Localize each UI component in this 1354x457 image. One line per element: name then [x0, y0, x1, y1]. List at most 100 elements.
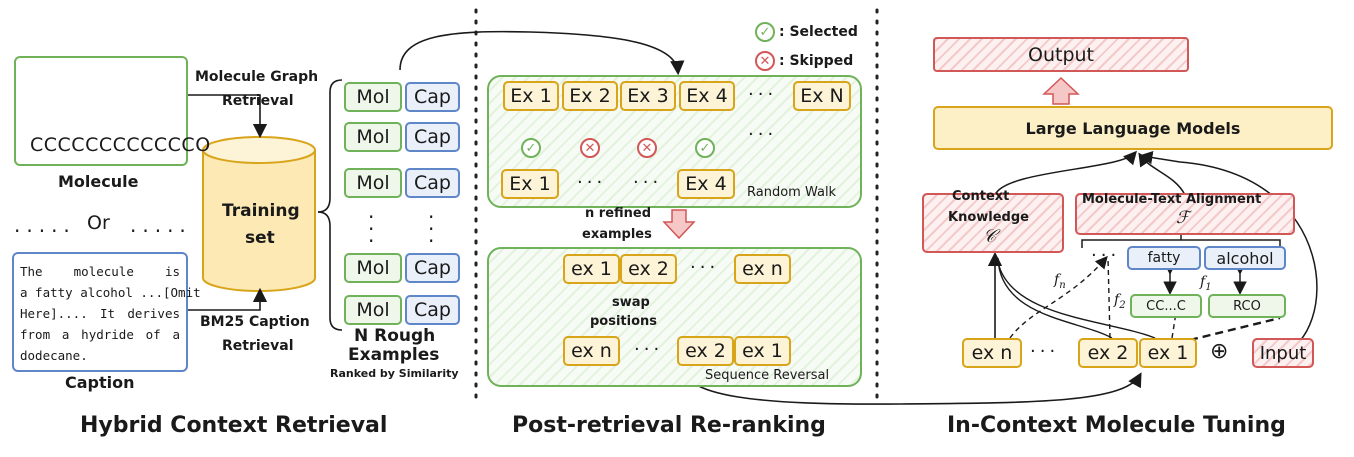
selected-icon-ex4: ✓: [695, 138, 715, 158]
reversed-ellipsis: ···: [634, 339, 664, 360]
ex-top-2: Ex 2: [562, 81, 618, 111]
selected-ellipsis-1: ···: [577, 172, 607, 193]
bm25-label-1: BM25 Caption: [200, 314, 310, 330]
caption-line-3: Here].... It derives: [20, 306, 180, 321]
skipped-icon-ex3: ✕: [637, 138, 657, 158]
tuning-ellipsis: ···: [1030, 341, 1060, 362]
oplus-symbol: ⊕: [1210, 339, 1229, 364]
ex-top-4: Ex 4: [679, 81, 735, 111]
mol-chip-4: Mol: [344, 253, 402, 283]
selected-legend-icon: ✓: [755, 22, 775, 42]
graph-retrieval-label-1: Molecule Graph: [195, 69, 319, 85]
ex-reversed-n: ex n: [563, 336, 620, 366]
ex-top-n: Ex N: [793, 81, 851, 111]
mol-chip-2: Mol: [344, 122, 402, 152]
legend-skipped: : Skipped: [779, 53, 854, 69]
cc-chip: CC...C: [1130, 294, 1202, 318]
or-dots-right: .....: [130, 213, 192, 237]
graph-retrieval-arrow: [188, 94, 268, 139]
training-set-label-2: set: [245, 228, 275, 248]
caption-card: The molecule is a fatty alcohol ...[Omit…: [12, 252, 201, 372]
bm25-label-2: Retrieval: [222, 338, 294, 354]
refine-down-arrow: [662, 209, 696, 240]
lower-ellipsis: ···: [690, 257, 720, 278]
sequence-reversal-label: Sequence Reversal: [705, 368, 830, 383]
f1-label: f1: [1200, 274, 1212, 293]
legend-selected: : Selected: [779, 24, 858, 40]
caption-line-4: from a hydride of a: [20, 327, 180, 342]
cap-chip-5: Cap: [405, 295, 460, 325]
alignment-label: Molecule-Text Alignment: [1082, 192, 1262, 207]
or-text: Or: [87, 212, 110, 234]
mol-chip-1: Mol: [344, 82, 402, 112]
skipped-legend-icon: ✕: [755, 51, 775, 71]
random-walk-label: Random Walk: [747, 185, 837, 200]
tuning-ex-n: ex n: [962, 338, 1022, 368]
cap-chip-1: Cap: [405, 82, 460, 112]
ex-top-3: Ex 3: [620, 81, 676, 111]
ex-lower-n: ex n: [734, 254, 791, 284]
section-title-tuning: In-Context Molecule Tuning: [947, 413, 1286, 438]
ex-reversed-1: ex 1: [734, 336, 791, 366]
swap-label-1: swap: [612, 295, 650, 310]
rough-examples-label-1: N Rough: [354, 326, 436, 346]
vdots-mol: ...: [368, 199, 375, 247]
examples-to-rerank-arrow: [399, 30, 685, 76]
input-box: Input: [1252, 338, 1314, 368]
training-set-label-1: Training: [222, 201, 300, 221]
ex-selected-4: Ex 4: [677, 169, 735, 199]
ex-top-ellipsis: ···: [748, 84, 778, 105]
alcohol-chip: alcohol: [1204, 246, 1286, 270]
molecule-card: [14, 56, 188, 166]
skipped-icon-ex2: ✕: [580, 138, 600, 158]
vdots-cap: ...: [428, 199, 435, 247]
reversed-to-tuning-arrow: [679, 361, 1142, 405]
cap-chip-2: Cap: [405, 122, 460, 152]
f2-label: f2: [1114, 292, 1126, 311]
cap-chip-4: Cap: [405, 253, 460, 283]
ex-selected-1: Ex 1: [501, 169, 559, 199]
fatty-chip: fatty: [1127, 246, 1201, 270]
ex-lower-2: ex 2: [620, 254, 677, 284]
alignment-symbol: ℱ: [1176, 208, 1190, 228]
ex-lower-1: ex 1: [563, 254, 620, 284]
selected-ellipsis-2: ···: [633, 172, 663, 193]
ranked-by-similarity: Ranked by Similarity: [330, 367, 459, 380]
mol-chip-5: Mol: [344, 295, 402, 325]
ex-reversed-2: ex 2: [677, 336, 734, 366]
llm-box: Large Language Models: [933, 106, 1333, 150]
caption-line-1: The molecule is: [20, 264, 180, 279]
brace-bottom: [317, 211, 343, 331]
section-title-retrieval: Hybrid Context Retrieval: [80, 413, 388, 438]
tuning-ex-1: ex 1: [1139, 338, 1197, 368]
caption-label: Caption: [65, 373, 135, 392]
random-walk-ellipsis: ···: [748, 124, 778, 145]
swap-label-2: positions: [590, 314, 658, 329]
brace-top: [317, 79, 343, 213]
graph-retrieval-label-2: Retrieval: [222, 93, 294, 109]
tuning-ex-2: ex 2: [1078, 338, 1138, 368]
refined-label-2: examples: [582, 227, 652, 242]
context-symbol: 𝒞: [983, 226, 997, 247]
molecule-smiles: CCCCCCCCCCCCO: [30, 134, 211, 156]
alignment-box: [1075, 193, 1295, 235]
context-label-1: Context: [952, 189, 1010, 204]
molecule-label: Molecule: [58, 172, 139, 191]
output-box: Output: [933, 37, 1189, 72]
or-dots-left: .....: [14, 213, 76, 237]
context-knowledge-box: [922, 193, 1064, 253]
fn-label: fn: [1054, 272, 1066, 291]
mol-chip-3: Mol: [344, 168, 402, 198]
rough-examples-label-2: Examples: [348, 345, 440, 365]
output-up-arrow: [1042, 76, 1080, 105]
cap-chip-3: Cap: [405, 168, 460, 198]
alignment-ellipsis: ···: [1091, 245, 1121, 266]
context-label-2: Knowledge: [948, 210, 1029, 225]
ex-top-1: Ex 1: [503, 81, 559, 111]
caption-line-2: a fatty alcohol ...[Omit: [20, 285, 201, 300]
training-set-cylinder: [202, 136, 316, 292]
refined-label-1: n refined: [585, 206, 652, 221]
selected-icon-ex1: ✓: [521, 138, 541, 158]
bm25-retrieval-arrow: [188, 287, 268, 311]
